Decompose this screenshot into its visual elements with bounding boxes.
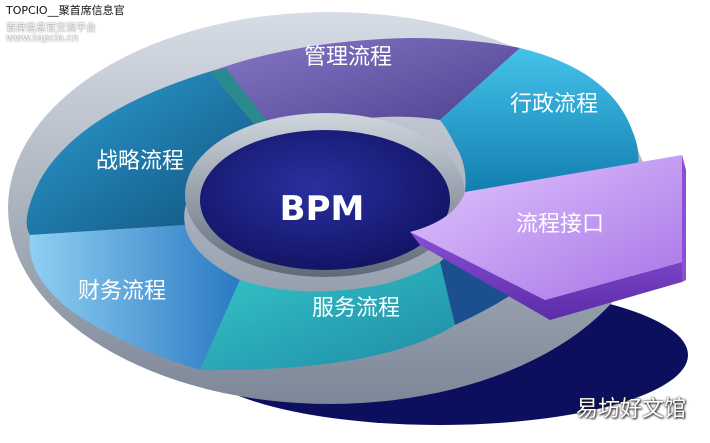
watermark-top-title: TOPCIO__聚首席信息官: [6, 4, 125, 17]
segment-interface-side: [410, 232, 682, 320]
label-strategy: 战略流程: [96, 149, 184, 174]
label-management: 管理流程: [304, 45, 392, 70]
segment-management: [215, 38, 520, 140]
center-label: BPM: [280, 189, 365, 229]
segment-strategy: [26, 70, 270, 235]
hub-center: [200, 130, 450, 270]
label-service: 服务流程: [312, 296, 400, 321]
segment-interface: [410, 155, 682, 300]
segment-interface-front: [682, 155, 686, 282]
segment-admin: [440, 48, 639, 192]
segment-service: [200, 262, 455, 371]
watermark-top-subtitle: 首席信息官交流平台: [6, 23, 96, 34]
label-interface: 流程接口: [516, 212, 604, 237]
watermark-bottom-right: 易坊好文馆: [575, 397, 686, 422]
label-admin: 行政流程: [510, 92, 598, 117]
watermark-top-url: www.topcio.cn: [6, 33, 79, 44]
label-finance: 财务流程: [78, 279, 166, 304]
segment-finance: [29, 225, 240, 370]
